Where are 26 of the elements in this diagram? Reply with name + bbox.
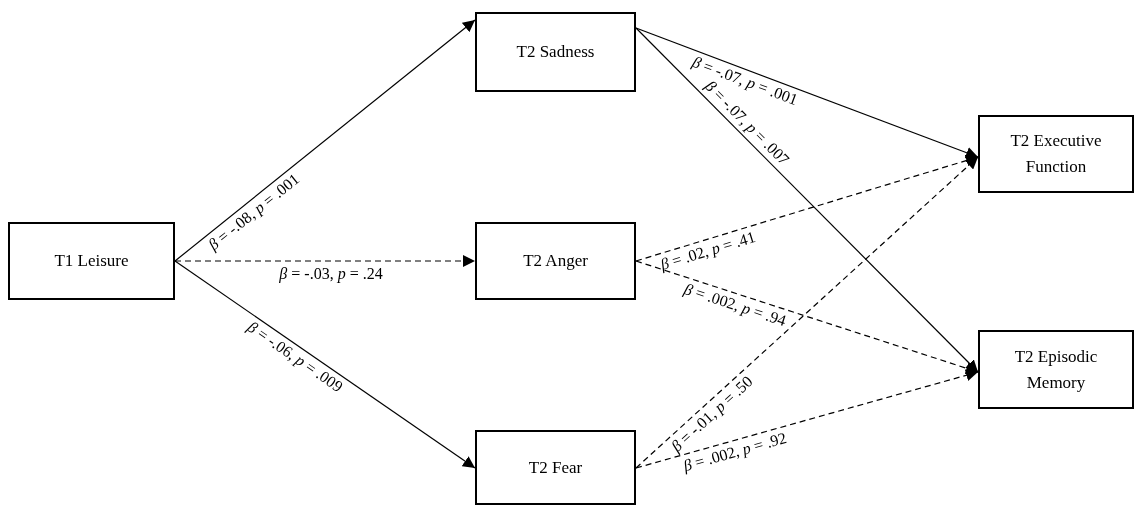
arrow xyxy=(174,260,476,469)
arrow xyxy=(174,255,476,267)
arrow xyxy=(635,369,979,469)
arrow xyxy=(635,27,979,373)
arrow xyxy=(635,156,979,469)
variable-name: T2 Executive Function xyxy=(1009,130,1103,178)
variable-name: T2 Episodic Memory xyxy=(1013,345,1099,394)
edge-label: β = -.03, p = .24 xyxy=(279,265,383,283)
arrow xyxy=(635,154,979,262)
edge-label: β = .002, p = .94 xyxy=(682,279,789,330)
arrow xyxy=(174,19,476,262)
edge-label: β = -.08, p = .001 xyxy=(204,169,303,254)
variable-name: T2 Anger xyxy=(523,250,588,272)
variable-box xyxy=(978,330,1134,409)
variable-name: T2 Sadness xyxy=(516,41,595,63)
variable-box xyxy=(475,222,636,300)
variable-box xyxy=(978,115,1134,193)
edge-label: β = .02, p = .41 xyxy=(658,227,758,274)
variable-box xyxy=(8,222,175,300)
arrow xyxy=(635,260,979,374)
variable-box xyxy=(475,12,636,92)
variable-name: T1 Leisure xyxy=(54,250,129,272)
edge-label: β = -.06, p = .009 xyxy=(243,317,346,396)
variable-name: T2 Fear xyxy=(528,456,583,479)
variable-box xyxy=(475,430,636,505)
arrow xyxy=(635,27,979,159)
